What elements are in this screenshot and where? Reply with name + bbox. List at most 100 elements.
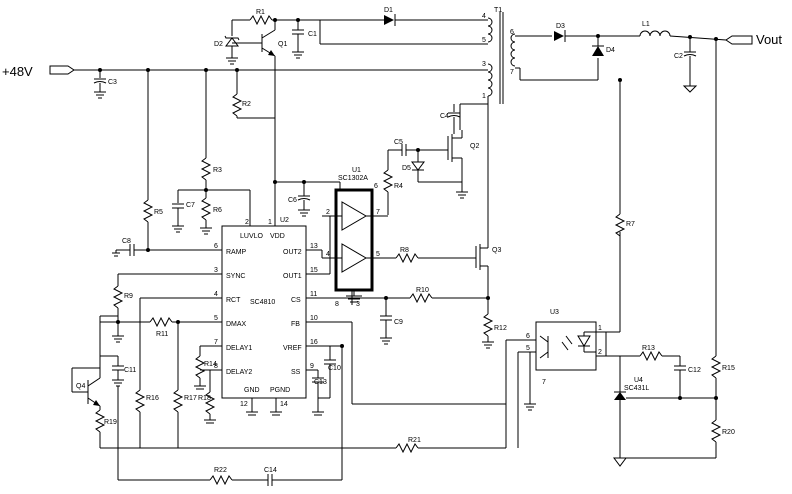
r15-label: R15: [722, 365, 735, 372]
feedback-network: [613, 350, 722, 467]
pin-out2-num: 13: [310, 243, 318, 250]
left-network: [71, 244, 343, 486]
u1-pin3: 3: [356, 301, 360, 308]
r9-label: R9: [124, 293, 133, 300]
pin-ramp-num: 6: [214, 243, 218, 250]
c9-label: C9: [394, 319, 403, 326]
pin-gnd: GND: [244, 387, 260, 394]
t1-pin7: 7: [510, 69, 514, 76]
pin-fb-num: 10: [310, 315, 318, 322]
pin-fb: FB: [291, 321, 300, 328]
r17-label: R17: [184, 395, 197, 402]
r10-label: R10: [416, 287, 429, 294]
pin-gnd-num: 12: [240, 401, 248, 408]
q4-label: Q4: [76, 383, 85, 390]
driver-ic: [321, 188, 396, 305]
controller-ref: U2: [280, 217, 289, 224]
pin-dmax-num: 5: [214, 315, 218, 322]
c1-label: C1: [308, 31, 317, 38]
t1-pin4: 4: [482, 13, 486, 20]
t1-pin1: 1: [482, 93, 486, 100]
pin-vref-num: 16: [310, 339, 318, 346]
pin-dmax: DMAX: [226, 321, 247, 328]
input-port: [49, 65, 75, 75]
r7: [614, 213, 626, 237]
pin-delay2-num: 8: [214, 363, 218, 370]
r5: [142, 70, 154, 250]
r2-label: R2: [242, 101, 251, 108]
r14-label: R14: [204, 361, 217, 368]
u4-ref: U4: [634, 377, 643, 384]
c10-label: C10: [328, 365, 341, 372]
t1-label: T1: [494, 7, 502, 14]
current-sense: [352, 292, 488, 345]
t1-pin3: 3: [482, 61, 486, 68]
pin-ss-num: 9: [310, 363, 314, 370]
pin-vdd: VDD: [270, 233, 285, 240]
d1-label: D1: [384, 7, 393, 14]
fb-path: [100, 322, 519, 476]
r16-label: R16: [146, 395, 159, 402]
pin-rct: RCT: [226, 297, 241, 304]
d2-label: D2: [214, 41, 223, 48]
pin-vdd-num: 1: [268, 219, 272, 226]
c3-label: C3: [108, 79, 117, 86]
c6-label: C6: [288, 197, 297, 204]
r18-label: R18: [198, 395, 211, 402]
main-switch-q3: [395, 104, 494, 349]
clamp-q2: [382, 104, 468, 215]
u1-name: SC1302A: [338, 175, 368, 182]
pin-out2: OUT2: [283, 249, 302, 256]
c7-label: C7: [186, 202, 195, 209]
pin-rct-num: 4: [214, 291, 218, 298]
q2-label: Q2: [470, 143, 479, 150]
pin-delay1-num: 7: [214, 339, 218, 346]
controller-name: SC4810: [250, 299, 275, 306]
r13-label: R13: [642, 345, 655, 352]
output-label: Vout: [756, 32, 782, 47]
u3-pin2: 2: [598, 349, 602, 356]
pin-out1-num: 15: [310, 267, 318, 274]
pin-sync: SYNC: [226, 273, 245, 280]
pin-delay1: DELAY1: [226, 345, 252, 352]
pin-vref: VREF: [283, 345, 302, 352]
r8-label: R8: [400, 247, 409, 254]
q1-label: Q1: [278, 41, 287, 48]
pin-luvlo: LUVLO: [240, 233, 264, 240]
u3-ref: U3: [550, 309, 559, 316]
u1-pin8: 8: [335, 301, 339, 308]
r3-label: R3: [213, 167, 222, 174]
r4-label: R4: [394, 183, 403, 190]
u1-pin4: 4: [326, 251, 330, 258]
u3-pin7: 7: [542, 379, 546, 386]
r22-label: R22: [214, 467, 227, 474]
input-label: +48V: [2, 64, 33, 79]
r7-label: R7: [626, 221, 635, 228]
u3-pin5: 5: [526, 345, 530, 352]
c14-label: C14: [264, 467, 277, 474]
r11-label: R11: [156, 331, 168, 338]
pin-cs: CS: [291, 297, 301, 304]
r3-r6-divider: [172, 70, 251, 235]
u1-pin6: 6: [374, 183, 378, 190]
pin-delay2: DELAY2: [226, 369, 252, 376]
r20-label: R20: [722, 429, 735, 436]
d3-label: D3: [556, 23, 565, 30]
r21-label: R21: [408, 437, 421, 444]
u1-ref: U1: [352, 167, 361, 174]
u1-pin5: 5: [376, 251, 380, 258]
r6-label: R6: [213, 207, 222, 214]
c11-label: C11: [124, 367, 136, 374]
r12-label: R12: [494, 325, 507, 332]
u3-pin6: 6: [526, 333, 530, 340]
r5-label: R5: [154, 209, 163, 216]
input-rail: [74, 68, 488, 99]
d4-label: D4: [606, 47, 615, 54]
pin-pgnd: PGND: [270, 387, 290, 394]
r19-label: R19: [104, 419, 117, 426]
c2-label: C2: [674, 53, 683, 60]
l1-label: L1: [642, 21, 650, 28]
startup-circuit: [224, 14, 488, 226]
pin-luvlo-num: 2: [245, 219, 249, 226]
